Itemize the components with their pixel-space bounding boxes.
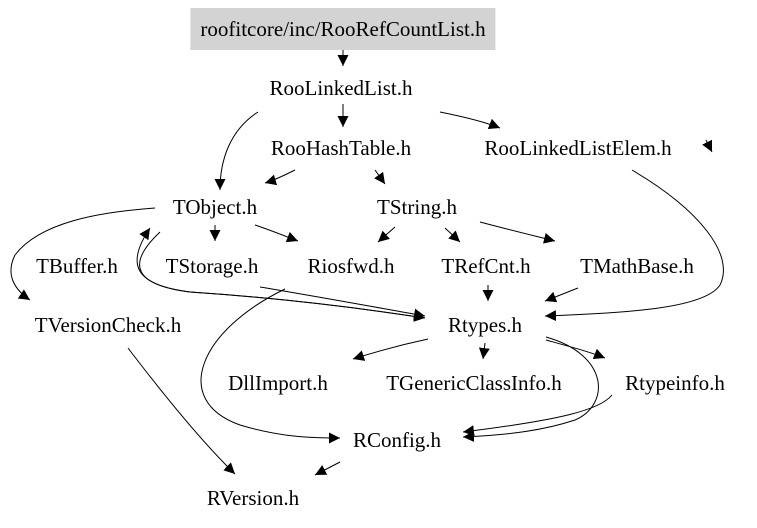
- node-tgenericclassinfo[interactable]: TGenericClassInfo.h: [386, 371, 562, 395]
- node-tmathbase[interactable]: TMathBase.h: [580, 254, 694, 278]
- node-root[interactable]: roofitcore/inc/RooRefCountList.h: [190, 8, 496, 50]
- edge-tversioncheck-to-rversion: [127, 347, 236, 475]
- node-tobject[interactable]: TObject.h: [172, 195, 258, 219]
- edge-hashtable-to-tobject: [264, 169, 296, 186]
- node-rtypes[interactable]: Rtypes.h: [447, 313, 523, 337]
- node-tbuffer[interactable]: TBuffer.h: [36, 254, 118, 278]
- node-rconfig[interactable]: RConfig.h: [352, 428, 442, 452]
- node-rversion[interactable]: RVersion.h: [206, 486, 300, 510]
- edge-rtypes-to-rconfig: [462, 336, 599, 443]
- node-tstorage[interactable]: TStorage.h: [165, 254, 259, 278]
- node-linkedlist[interactable]: RooLinkedList.h: [269, 76, 413, 100]
- edge-rconfig-to-rversion: [314, 461, 341, 476]
- edge-tstring-to-tmathbase: [479, 221, 556, 244]
- edge-tobject-to-riosfwd: [254, 224, 299, 243]
- edge-tstorage-to-rtypes: [259, 286, 426, 320]
- node-linkedlistelem[interactable]: RooLinkedListElem.h: [484, 136, 672, 160]
- node-trefcnt[interactable]: TRefCnt.h: [441, 254, 531, 278]
- edge-tstring-to-trefcnt: [444, 227, 461, 243]
- node-tversioncheck[interactable]: TVersionCheck.h: [34, 313, 182, 337]
- edge-rtypes-to-tgenericclassinfo: [478, 342, 490, 360]
- edge-hashtable-to-tstring: [374, 169, 386, 185]
- edge-rtypes-to-tobject: [136, 227, 426, 319]
- edge-tobject-to-tversioncheck: [10, 207, 156, 301]
- node-tstring[interactable]: TString.h: [377, 195, 457, 219]
- node-hashtable[interactable]: RooHashTable.h: [270, 136, 412, 160]
- edge-riosfwd-to-rconfig: [200, 288, 341, 444]
- edge-linkedlist-to-tobject: [214, 111, 259, 191]
- edge-rtypes-to-rtypeinfo: [545, 339, 606, 360]
- node-rtypeinfo[interactable]: Rtypeinfo.h: [625, 371, 725, 395]
- node-riosfwd[interactable]: Riosfwd.h: [307, 254, 395, 278]
- edge-linkedlistelem-to-rtypes: [544, 169, 724, 322]
- edge-tmathbase-to-rtypes: [544, 287, 579, 303]
- edge-tstring-to-riosfwd: [377, 226, 396, 243]
- edge-linkedlist-to-linkedlistelem: [439, 111, 501, 130]
- edge-rtypes-to-dllimport: [352, 338, 429, 361]
- edge-rtypeinfo-to-rconfig: [462, 394, 613, 437]
- node-dllimport[interactable]: DllImport.h: [228, 371, 328, 395]
- edge-linkedlistelem-to-linkedlistelem: [702, 139, 713, 153]
